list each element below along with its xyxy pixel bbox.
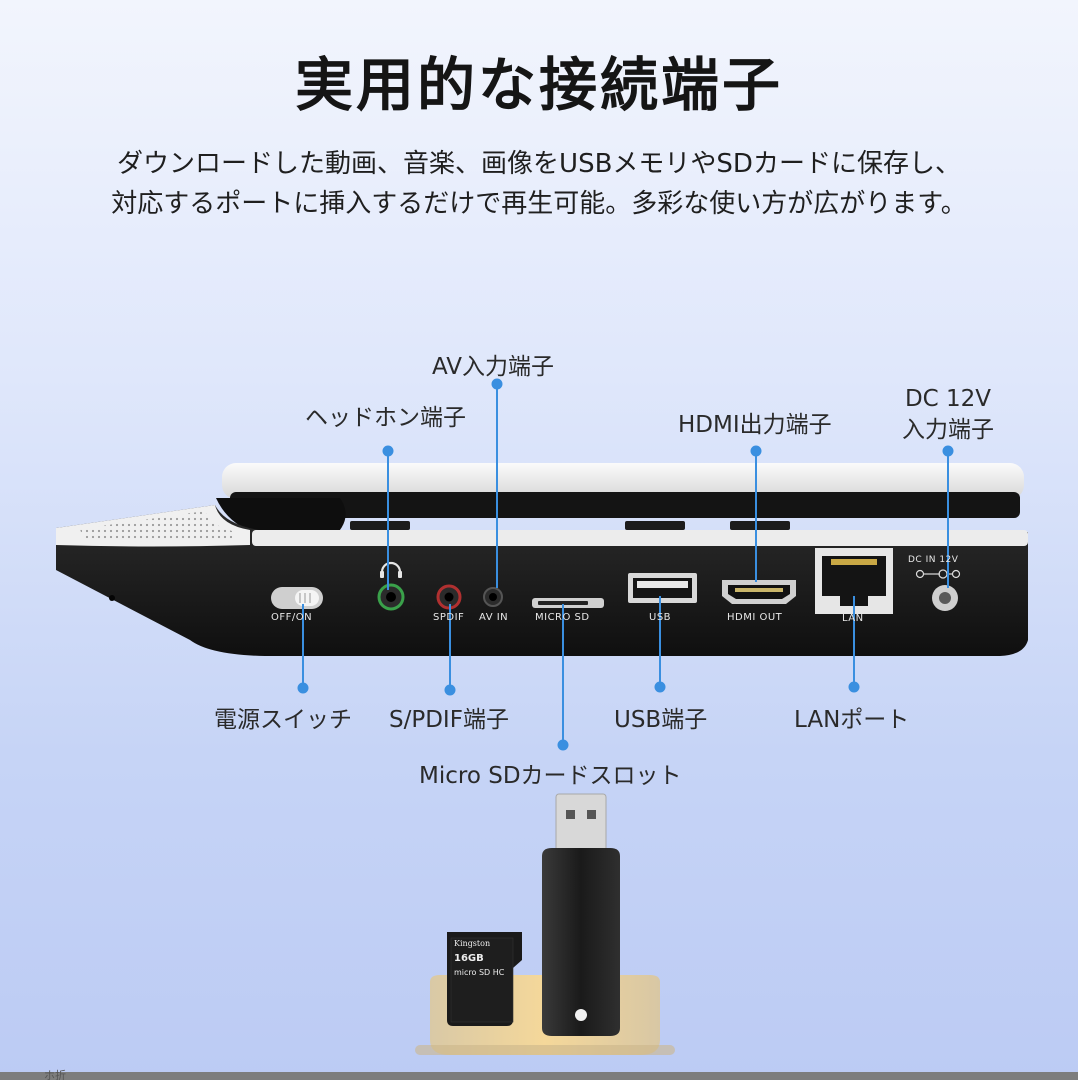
headphone-icon <box>380 561 402 578</box>
usb-port-label: USB <box>649 612 672 623</box>
device-lid <box>222 463 1024 518</box>
av-in-port-label: AV IN <box>479 612 509 623</box>
polarity-icon <box>915 569 961 579</box>
micro-sd-slot[interactable] <box>532 598 604 608</box>
lan-port[interactable] <box>815 548 893 614</box>
bottom-strip <box>0 1072 1078 1080</box>
callout-microsd: Micro SDカードスロット <box>419 763 682 789</box>
power-switch[interactable] <box>271 587 323 609</box>
hdmi-out-port-label: HDMI OUT <box>727 612 783 623</box>
micro-sd-card-image <box>447 932 522 1026</box>
callout-usb: USB端子 <box>614 707 708 733</box>
device-base <box>56 505 1028 656</box>
lan-port-label: LAN <box>842 613 864 624</box>
dc-in-jack[interactable] <box>932 585 958 611</box>
callout-spdif: S/PDIF端子 <box>389 707 509 733</box>
callout-av-input: AV入力端子 <box>432 354 554 380</box>
hdmi-port[interactable] <box>722 580 796 604</box>
sd-card-brand: Kingston <box>454 939 491 948</box>
callout-lines <box>297 378 954 751</box>
dc-in-port-label: DC IN 12V <box>908 555 959 565</box>
usb-port[interactable] <box>628 573 697 603</box>
callout-headphone: ヘッドホン端子 <box>305 405 466 431</box>
sd-card-capacity: 16GB <box>454 953 484 964</box>
av-in-jack[interactable] <box>483 587 503 607</box>
callout-power-switch: 電源スイッチ <box>214 707 352 733</box>
spdif-port-label: SPDIF <box>433 612 465 623</box>
spdif-jack[interactable] <box>436 584 462 610</box>
usb-flash-drive-image <box>542 793 620 1036</box>
off-on-label: OFF/ON <box>271 612 313 623</box>
description-line-2: 対応するポートに挿入するだけで再生可能。多彩な使い方が広がります。 <box>111 189 967 219</box>
page-title: 実用的な接続端子 <box>294 51 783 119</box>
callout-lan: LANポート <box>794 707 910 733</box>
callout-dc-line1: DC 12V <box>904 386 992 412</box>
callout-hdmi-out: HDMI出力端子 <box>678 412 832 438</box>
description-line-1: ダウンロードした動画、音楽、画像をUSBメモリやSDカードに保存し、 <box>117 149 961 179</box>
sd-card-type: micro SD HC <box>454 968 505 977</box>
micro-sd-port-label: MICRO SD <box>535 612 590 623</box>
callout-dc-line2: 入力端子 <box>902 417 994 443</box>
footer-text: ホ折 <box>44 1069 66 1080</box>
headphone-jack[interactable] <box>377 583 405 611</box>
